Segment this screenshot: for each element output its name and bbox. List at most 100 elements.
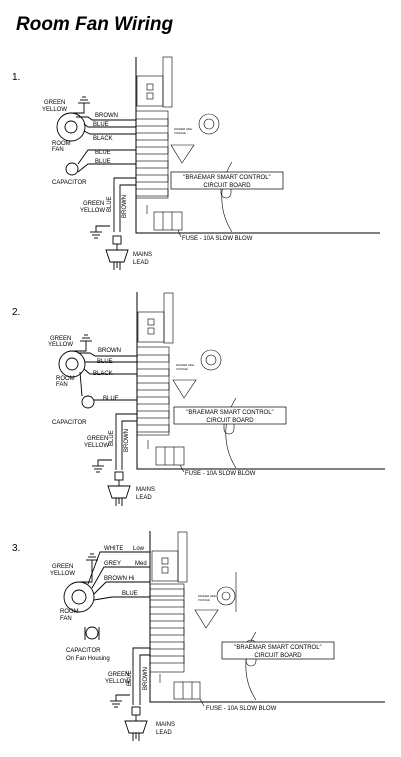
wire-label: GREEN	[87, 436, 108, 442]
room-fan: GREEN YELLOW ROOM FAN	[50, 553, 98, 622]
fan-label: FAN	[60, 616, 72, 622]
board-label: CIRCUIT BOARD	[206, 418, 254, 424]
wire-label: BROWN	[98, 348, 121, 354]
wires: WHITE Low GREY Med BROWN Hi BLUE	[87, 546, 150, 601]
svg-text:DANGER HIGH: DANGER HIGH	[198, 594, 216, 598]
transformer-arc	[221, 161, 233, 233]
fuse-label: FUSE - 10A SLOW BLOW	[185, 471, 256, 477]
relay-circle	[198, 113, 220, 135]
wire-label: GREEN	[52, 564, 73, 570]
wire-label: BLUE	[127, 670, 133, 686]
wires: BROWN BLUE BLACK BLUE	[78, 348, 137, 402]
svg-text:DANGER HIGH: DANGER HIGH	[176, 363, 194, 367]
svg-text:VOLTAGE: VOLTAGE	[176, 367, 188, 371]
wire-label: BLACK	[93, 136, 113, 142]
wire-label: YELLOW	[42, 107, 67, 113]
fuse-label: FUSE - 10A SLOW BLOW	[182, 236, 253, 242]
board-label-box	[173, 406, 287, 425]
wire-label: GREEN	[83, 201, 104, 207]
fuse-block	[155, 446, 185, 466]
svg-text:DANGER HIGH: DANGER HIGH	[174, 127, 192, 131]
wire-label: WHITE	[104, 546, 123, 552]
fan-label: ROOM	[60, 609, 79, 615]
board-label: "BRAEMAR SMART CONTROL"	[183, 175, 270, 181]
fan-label: ROOM	[52, 141, 71, 147]
capacitor: CAPACITOR	[52, 395, 95, 426]
mains-label: LEAD	[136, 495, 152, 501]
warning-triangle	[170, 144, 195, 164]
wire-label: BROWN	[95, 113, 118, 119]
board-header	[151, 550, 179, 582]
wire-label: BLUE	[103, 396, 119, 402]
capacitor-label: CAPACITOR	[66, 648, 101, 654]
warning-triangle	[194, 609, 219, 629]
terminal-block	[135, 110, 169, 199]
mains-lead: BLUE BROWN GREEN YELLOW MAINS LEAD	[84, 413, 155, 506]
terminal-block	[136, 346, 170, 436]
mains-label: MAINS	[133, 252, 152, 258]
board-side-strip	[177, 531, 188, 583]
fuse-label: FUSE - 10A SLOW BLOW	[206, 706, 277, 712]
mains-label: LEAD	[133, 260, 149, 266]
capacitor-label: CAPACITOR	[52, 420, 87, 426]
transformer-arc	[245, 631, 257, 701]
wire-label: BROWN Hi	[104, 576, 134, 582]
capacitor: CAPACITOR On Fan Housing	[66, 626, 110, 662]
diagram-number: 1.	[12, 72, 20, 83]
wire-label: BLUE	[95, 150, 111, 156]
board-label-box	[221, 641, 335, 660]
board-side-strip	[162, 56, 173, 108]
board-label: CIRCUIT BOARD	[254, 653, 302, 659]
board-header	[136, 75, 164, 107]
fuse-block	[173, 681, 201, 700]
wire-label: BLUE	[93, 122, 109, 128]
wire-label: YELLOW	[84, 443, 109, 449]
wire-label: BROWN	[143, 667, 149, 690]
fan-label: ROOM	[56, 376, 75, 382]
board-label: "BRAEMAR SMART CONTROL"	[186, 410, 273, 416]
wire-label: YELLOW	[80, 208, 105, 214]
wire-label: BLACK	[93, 371, 113, 377]
wire-label: BLUE	[122, 591, 138, 597]
board-label: CIRCUIT BOARD	[203, 183, 251, 189]
relay-circle	[200, 349, 222, 371]
mains-plug	[107, 485, 131, 499]
wire-label: GREY	[104, 561, 121, 567]
cable-sleeve	[114, 471, 124, 481]
wire-label: BROWN	[122, 195, 128, 218]
wire-label: GREEN	[44, 100, 65, 106]
board-label: "BRAEMAR SMART CONTROL"	[234, 645, 321, 651]
mains-label: LEAD	[156, 730, 172, 736]
wire-label: BLUE	[97, 359, 113, 365]
wire-label: YELLOW	[50, 571, 75, 577]
wire-label: YELLOW	[105, 679, 130, 685]
mains-lead: BLUE BROWN GREEN YELLOW MAINS LEAD	[80, 177, 152, 270]
capacitor-label: CAPACITOR	[52, 180, 87, 186]
board-label-box	[170, 171, 284, 190]
wires: BROWN BLUE BLACK BLUE BLUE	[76, 113, 136, 173]
fan-label: FAN	[56, 382, 68, 388]
cable-sleeve	[112, 235, 122, 245]
wire-label: Low	[133, 546, 145, 552]
wire-label: BLUE	[109, 430, 115, 446]
capacitor-label: On Fan Housing	[66, 656, 110, 662]
wire-label: Med	[135, 561, 147, 567]
mains-lead: BLUE BROWN GREEN YELLOW MAINS LEAD	[105, 647, 175, 741]
cable-sleeve	[131, 706, 141, 716]
mains-plug	[124, 720, 148, 734]
room-fan: GREEN YELLOW ROOM FAN	[42, 96, 90, 153]
board-header	[137, 311, 165, 343]
svg-text:VOLTAGE: VOLTAGE	[198, 598, 210, 602]
wire-label: GREEN	[50, 336, 71, 342]
mains-plug	[105, 249, 129, 263]
warning-triangle	[172, 379, 197, 399]
relay-circle	[216, 586, 236, 606]
diagram-number: 2.	[12, 307, 20, 318]
wire-label: BLUE	[95, 159, 111, 165]
svg-text:VOLTAGE: VOLTAGE	[174, 131, 186, 135]
